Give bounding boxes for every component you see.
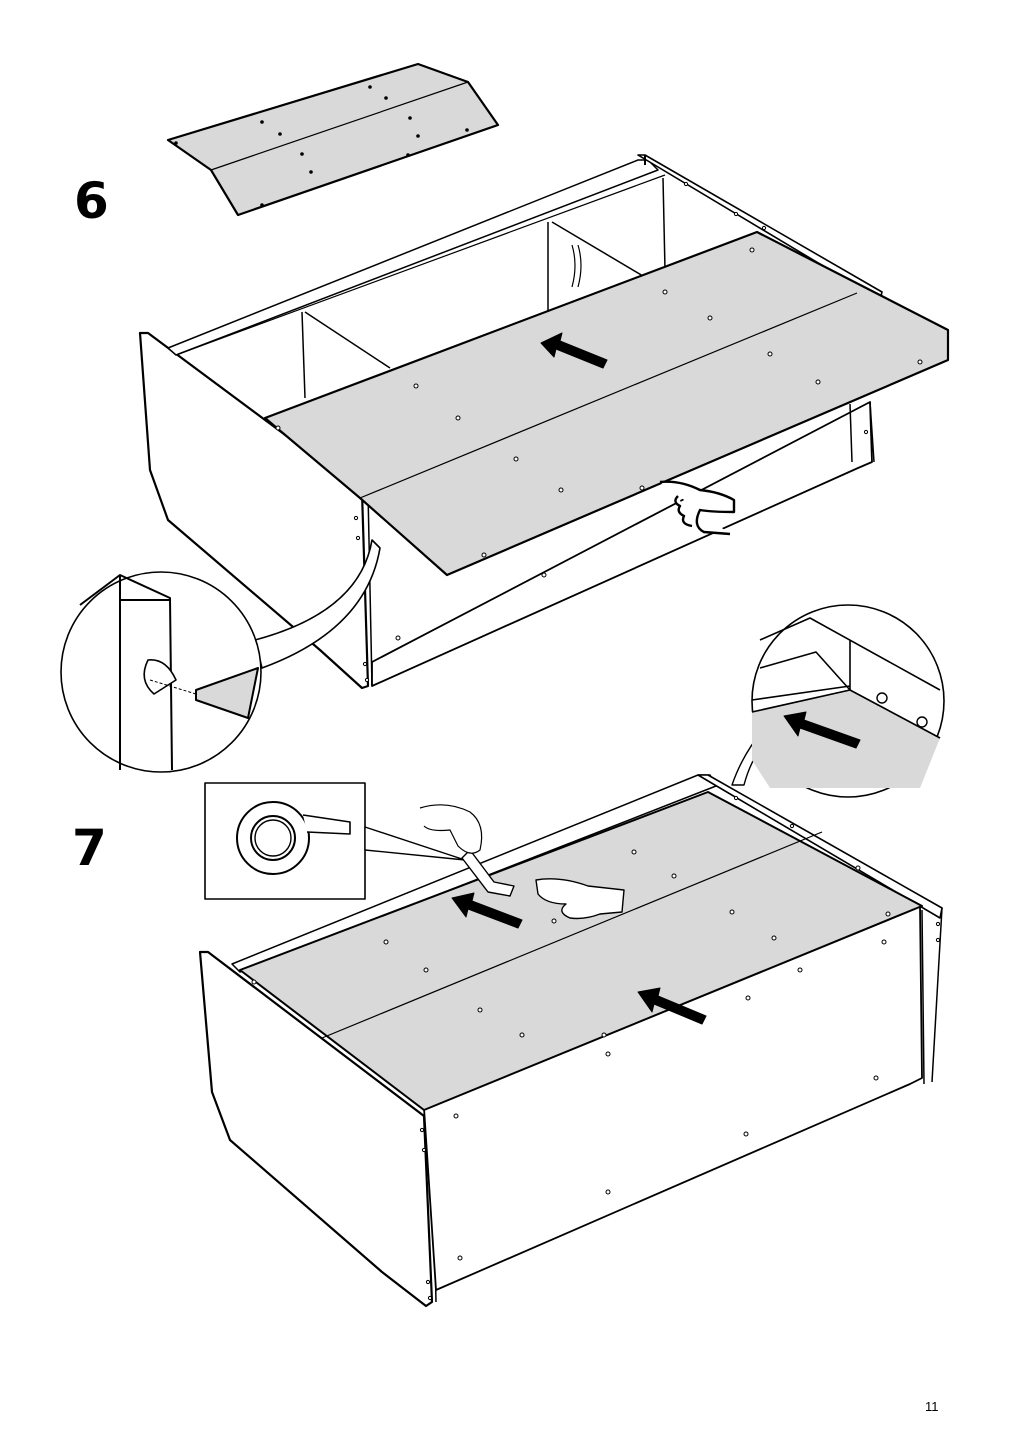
loose-back-panel: [166, 62, 500, 217]
step-number-6: 6: [74, 172, 109, 230]
page-number: 11: [925, 1399, 939, 1414]
step-6-drawing: [60, 62, 950, 773]
tape-callout: [204, 782, 466, 900]
hand-icon: [419, 804, 483, 854]
tape-roll-icon: [236, 801, 351, 875]
step-number-7: 7: [72, 819, 107, 877]
cabinet-frame-6: [138, 154, 950, 690]
step-7-drawing: [198, 604, 945, 1308]
arrow-icon: [783, 711, 861, 749]
step-7-detail-callout: [731, 604, 945, 798]
arrow-icon: [451, 892, 523, 929]
tape-strip-icon: [461, 849, 515, 897]
arrow-icon: [637, 987, 707, 1025]
arrow-icon: [540, 332, 608, 369]
step-6-detail-callout: [60, 539, 381, 773]
cabinet-frame-7: [198, 774, 943, 1308]
hand-icon: [535, 878, 625, 920]
pointing-hand-icon: [659, 480, 736, 536]
